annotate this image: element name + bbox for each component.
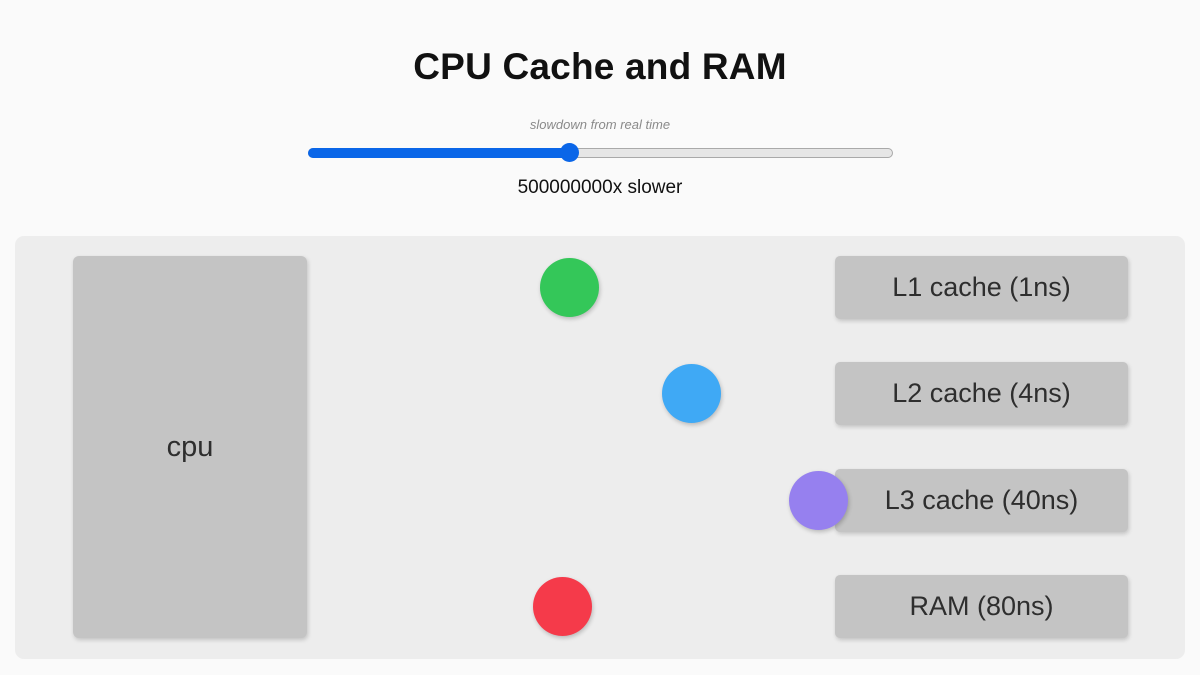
slider-caption: slowdown from real time bbox=[529, 117, 671, 132]
cache-diagram: cpu L1 cache (1ns) L2 cache (4ns) L3 cac… bbox=[15, 236, 1185, 659]
l3-request-dot bbox=[789, 471, 848, 530]
slowdown-slider[interactable] bbox=[308, 143, 893, 162]
l2-cache-label: L2 cache (4ns) bbox=[892, 378, 1071, 408]
ram-label: RAM (80ns) bbox=[909, 591, 1054, 621]
l2-request-dot bbox=[662, 364, 721, 423]
ram-request-dot bbox=[533, 577, 592, 636]
l3-cache-label: L3 cache (40ns) bbox=[884, 485, 1079, 515]
ram-box: RAM (80ns) bbox=[835, 575, 1128, 638]
slider-fill bbox=[308, 148, 569, 158]
page-title: CPU Cache and RAM bbox=[413, 46, 787, 87]
cpu-label: cpu bbox=[166, 430, 214, 463]
slider-thumb[interactable] bbox=[559, 143, 579, 162]
l3-cache-box: L3 cache (40ns) bbox=[835, 469, 1128, 532]
l2-cache-box: L2 cache (4ns) bbox=[835, 362, 1128, 425]
slowdown-readout: 500000000x slower bbox=[517, 177, 683, 198]
l1-cache-box: L1 cache (1ns) bbox=[835, 256, 1128, 319]
l1-request-dot bbox=[540, 258, 599, 317]
cpu-box: cpu bbox=[73, 256, 307, 638]
l1-cache-label: L1 cache (1ns) bbox=[892, 272, 1071, 302]
